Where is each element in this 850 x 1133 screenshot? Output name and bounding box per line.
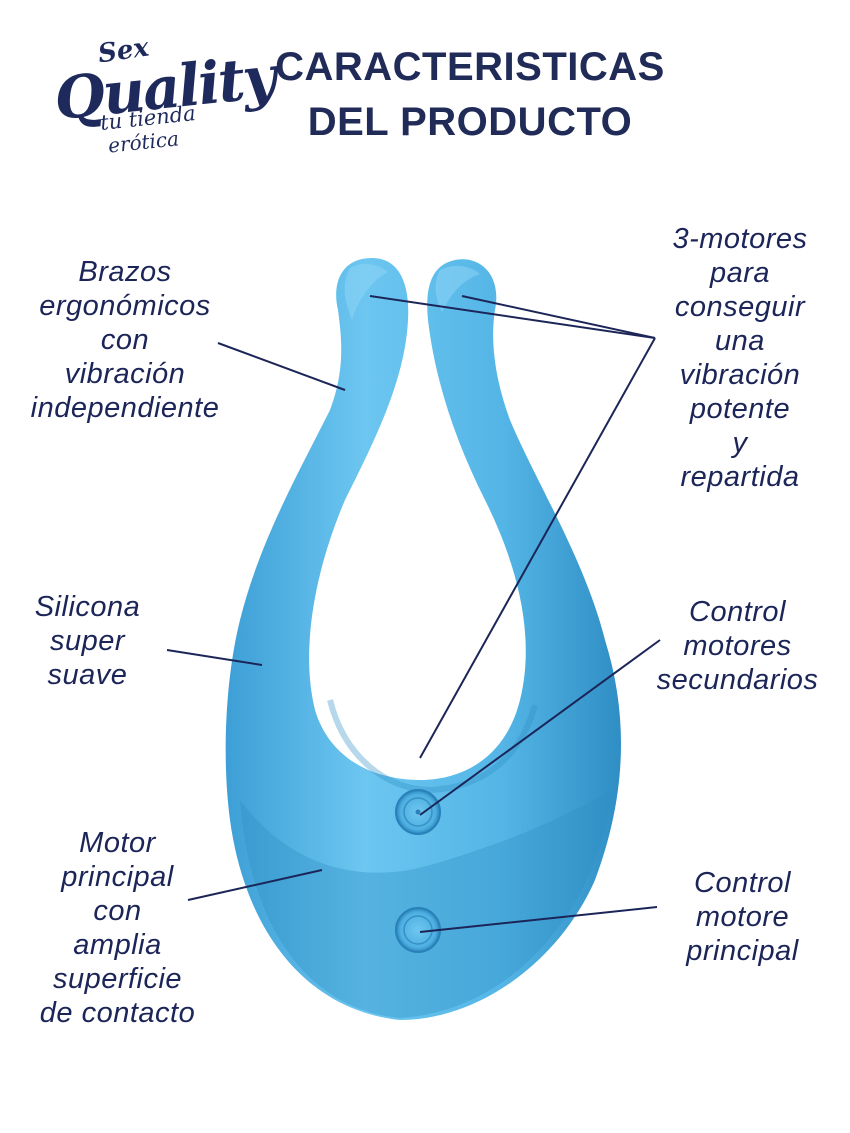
label-brazos-ergonomicos: Brazos ergonómicos con vibración indepen… [30, 256, 220, 424]
label-control-motores-secundarios: Control motores secundarios [656, 596, 819, 696]
secondary-motor-button [395, 789, 441, 835]
callout-motores-left [369, 295, 656, 339]
callout-motores-right [461, 295, 656, 339]
title-line-1: CARACTERISTICAS [275, 45, 665, 89]
main-motor-button [395, 907, 441, 953]
left-arm-highlight [344, 263, 388, 320]
callout-silicona [166, 649, 263, 666]
label-tres-motores: 3-motores para conseguir una vibración p… [672, 223, 808, 493]
inner-shading [327, 699, 538, 794]
callout-motor-principal [187, 869, 323, 901]
label-silicona: Silicona super suave [34, 591, 141, 691]
callout-brazos [217, 342, 346, 391]
label-control-motor-principal: Control motore principal [686, 867, 799, 967]
label-motor-principal: Motor principal con amplia superficie de… [39, 827, 196, 1029]
callout-lines [166, 295, 661, 933]
right-arm-highlight [435, 265, 480, 312]
title-line-2: DEL PRODUCTO [307, 100, 633, 144]
lower-shading [240, 790, 612, 1018]
callout-control-secundarios [419, 639, 661, 816]
callout-motores-center [419, 337, 656, 759]
callout-control-principal [419, 906, 658, 933]
page-title: CARACTERISTICAS DEL PRODUCTO [220, 40, 720, 150]
product-body [225, 258, 622, 1020]
